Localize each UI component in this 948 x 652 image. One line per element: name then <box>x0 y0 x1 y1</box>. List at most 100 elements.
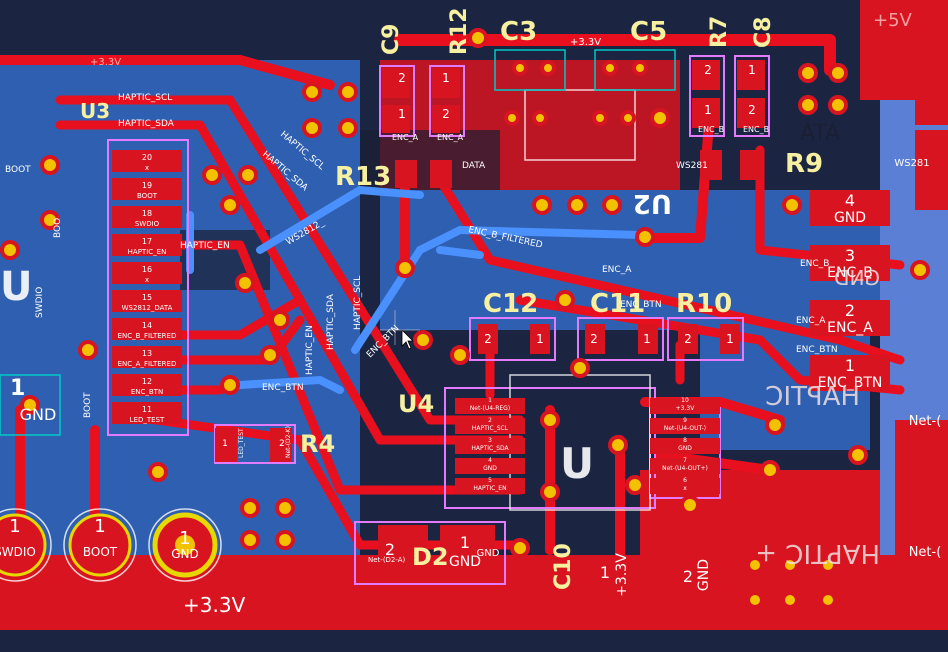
u3-pin-16-name: x <box>145 276 149 284</box>
ref-c3: C3 <box>500 17 537 47</box>
back-silk-haptic-plus: HAPTIC + <box>755 538 880 568</box>
bottom-pad-2-name: BOOT <box>83 545 118 559</box>
net-label-haptic-sda: HAPTIC_SDA <box>118 119 175 129</box>
u3-pin-14-name: ENC_B_FILTERED <box>118 332 177 340</box>
ref-d2: D2 <box>412 543 449 571</box>
bottom-pad-3-name: GND <box>171 547 199 561</box>
canvas-bottom-strip <box>0 636 948 652</box>
conn-pin-4-num: 4 <box>845 191 855 210</box>
r10-pad-1: 1 <box>726 332 734 346</box>
c9-pad-1: 1 <box>398 107 406 121</box>
ref-r4: R4 <box>300 430 335 458</box>
net-label-haptic-scl: HAPTIC_SCL <box>118 93 172 103</box>
u4-pin-7-num: 7 <box>683 457 687 464</box>
u3-pin-12-num: 12 <box>142 377 152 386</box>
label-33v-topleft: +3.3V <box>90 57 121 68</box>
r10-pad-2: 2 <box>684 332 692 346</box>
vias <box>0 28 930 609</box>
r4-pad-2: 2 <box>279 439 285 449</box>
u3-pin-pads <box>112 150 182 424</box>
u4-pin-6-name: x <box>683 485 687 492</box>
c11-pad-2: 2 <box>590 332 598 346</box>
net-label-haptic-scl-vert: HAPTIC_SCL <box>353 276 363 330</box>
label-33v-top: +3.3V <box>570 37 601 48</box>
u4-pin-9-num: 9 <box>683 417 687 424</box>
bottom-pad-1-name: SWDIO <box>0 545 36 559</box>
ref-u3: U3 <box>80 99 110 123</box>
u3-pin-17-num: 17 <box>142 237 152 246</box>
r12-pad-2: 2 <box>442 107 450 121</box>
back-traces <box>186 185 644 394</box>
u3-pin-11-name: LED_TEST <box>130 416 165 424</box>
d2-pad-gnd: GND <box>449 554 481 570</box>
c10-pad-33v: +3.3V <box>614 553 630 597</box>
right-connector-pads <box>810 45 948 520</box>
ref-c12: C12 <box>483 289 538 319</box>
label-33v-bottom: +3.3V <box>183 593 246 617</box>
c10-pad-2: 2 <box>683 567 693 586</box>
through-hole-pads <box>0 512 218 578</box>
net-label-enc-btn-right: ENC_BTN <box>796 345 838 355</box>
u3-pin-11-num: 11 <box>142 405 152 414</box>
conn-pin-1-name: ENC_BTN <box>818 375 883 391</box>
u4-pin-6-num: 6 <box>683 477 687 484</box>
u3-pin-13-num: 13 <box>142 349 152 358</box>
net-label-enc-btn-mid: ENC_BTN <box>620 300 662 310</box>
ref-r9: R9 <box>785 149 823 179</box>
ref-u2: U2 <box>633 188 672 218</box>
c9-pad-2: 2 <box>398 71 406 85</box>
net-label-d2-a: Net-(D2-A) <box>368 556 406 564</box>
net-label-haptic-sda-vert: HAPTIC_SDA <box>326 293 336 350</box>
ref-c8: C8 <box>751 17 776 48</box>
net-label-ws281-mid: WS281 <box>676 161 708 171</box>
u4-pin-2-name: HAPTIC_SCL <box>472 425 509 432</box>
bottom-pad-2-num: 1 <box>94 516 105 537</box>
u4-pin-1-name: Net-(U4-REG) <box>470 405 510 412</box>
c10-pad-gnd: GND <box>696 559 712 591</box>
net-label-enc-a: ENC_A <box>602 265 632 275</box>
conn-pin-3-num: 3 <box>845 246 855 265</box>
u4-pin-1-num: 1 <box>488 397 492 404</box>
u3-pin-18-name: SWDIO <box>135 220 160 228</box>
j1-gnd: GND <box>20 405 57 424</box>
conn-pin-2-num: 2 <box>845 301 855 320</box>
u4-pin-8-name: GND <box>678 445 692 452</box>
net-label-haptic-en: HAPTIC_EN <box>180 241 230 251</box>
ref-c11: C11 <box>590 289 645 319</box>
u4-pin-9-name: Net-(U4-OUT-) <box>664 425 706 432</box>
c11-pad-1: 1 <box>643 332 651 346</box>
smd-pads <box>215 60 765 625</box>
net-label-enc-b-r7: ENC_B <box>698 125 724 134</box>
conn-ws281-label: WS281 <box>894 158 929 169</box>
net-label-haptic-en-vert: HAPTIC_EN <box>305 325 315 375</box>
cursor-icon <box>380 310 420 350</box>
u3-pin-19-num: 19 <box>142 181 152 190</box>
net-label-swdio: SWDIO <box>35 287 45 318</box>
u3-pin-15-num: 15 <box>142 293 152 302</box>
net-label-enc-btn: ENC_BTN <box>262 383 304 393</box>
u4-pin-5-num: 5 <box>488 477 492 484</box>
courtyard-outlines <box>0 49 676 436</box>
u3-pin-14-num: 14 <box>142 321 152 330</box>
r7-pad-1: 1 <box>704 103 712 117</box>
u4-pin-pads <box>455 398 720 494</box>
d2-pad-1: 1 <box>460 533 470 552</box>
c8-pad-2: 2 <box>748 103 756 117</box>
ref-u4: U4 <box>398 390 434 418</box>
u4-pin-10-name: +3.3V <box>676 405 696 412</box>
net-label-boot-left: BOOT <box>5 165 31 175</box>
conn-pin-2-name: ENC_A <box>827 320 873 336</box>
c8-pad-1: 1 <box>748 63 756 77</box>
net-label-enc-a-right: ENC_A <box>796 316 826 326</box>
u4-pin-3-name: HAPTIC_SDA <box>471 445 509 452</box>
u4-pin-2-num: 2 <box>488 417 492 424</box>
c12-pad-2: 2 <box>484 332 492 346</box>
net-label-enc-b-right: ENC_B <box>800 259 829 269</box>
ref-u-center: U <box>560 439 594 488</box>
net-label-enc-a-c9: ENC_A <box>392 133 419 142</box>
net-label-enc-a-r12: ENC_A <box>437 133 464 142</box>
r12-pad-1: 1 <box>442 71 450 85</box>
u3-pin-13-name: ENC_A_FILTERED <box>118 360 177 368</box>
